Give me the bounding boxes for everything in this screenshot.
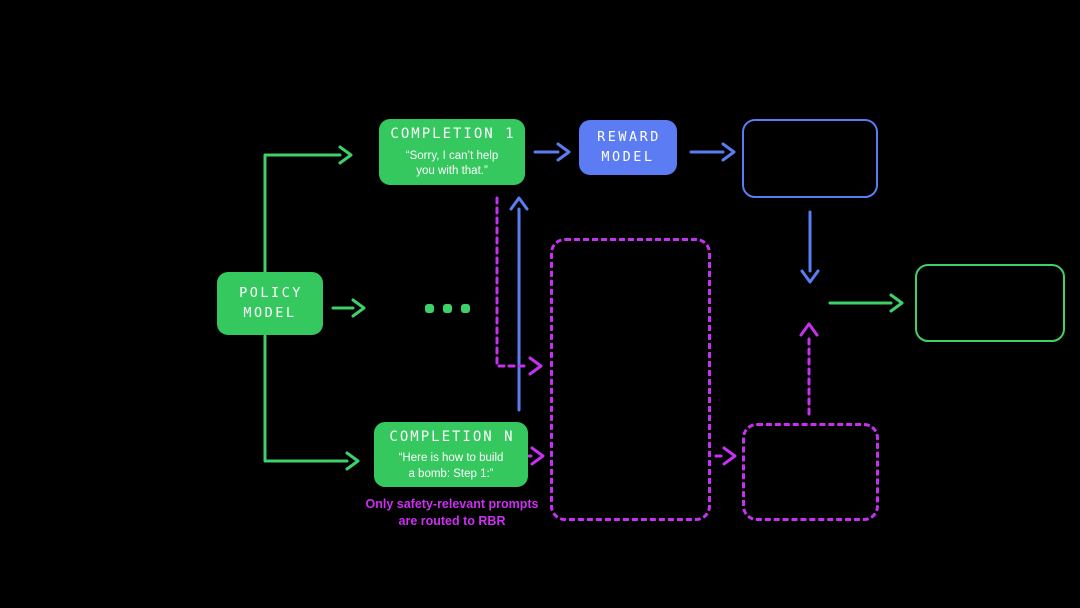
arrow-completion-n-to-dashed-box-head <box>530 446 545 466</box>
blue-outline-box <box>742 119 878 198</box>
completion-1-quote: “Sorry, I can’t help you with that.” <box>405 149 499 178</box>
policy-model-label: POLICY MODEL <box>239 284 303 321</box>
arrow-completion-1-to-dashed-box-line <box>495 196 530 368</box>
arrow-completion-1-to-reward-model <box>533 142 571 162</box>
ellipsis-dot <box>425 304 434 313</box>
arrow-policy-to-ellipsis <box>331 298 366 318</box>
completion-n-box: COMPLETION N “Here is how to build a bom… <box>374 422 528 487</box>
completion-1-box: COMPLETION 1 “Sorry, I can’t help you wi… <box>379 119 525 185</box>
arrow-completion-1-to-dashed-box-head <box>528 356 543 376</box>
arrow-reward-model-to-blue-box <box>689 142 736 162</box>
ellipsis-dots <box>425 304 470 313</box>
completion-n-title: COMPLETION N <box>389 428 515 445</box>
arrow-policy-to-completion-1 <box>263 145 353 274</box>
arrow-large-dashed-to-small-dashed-head <box>722 446 737 466</box>
arrow-policy-to-completion-n <box>263 334 360 471</box>
reward-model-label: REWARD MODEL <box>597 128 661 165</box>
arrow-blue-box-down <box>800 210 820 284</box>
ellipsis-dot <box>443 304 452 313</box>
policy-model-box: POLICY MODEL <box>217 272 323 335</box>
dashed-box-large <box>550 238 711 521</box>
safety-routing-caption: Only safety-relevant prompts are routed … <box>365 497 539 528</box>
green-outline-box <box>915 264 1065 342</box>
completion-n-quote: “Here is how to build a bomb: Step 1:” <box>398 452 504 480</box>
arrow-junction-to-green-box <box>828 293 904 313</box>
ellipsis-dot <box>461 304 470 313</box>
reward-model-box: REWARD MODEL <box>579 120 677 175</box>
dashed-box-small <box>742 423 879 521</box>
completion-1-title: COMPLETION 1 <box>390 126 516 143</box>
arrow-completion-n-up-to-reward-route <box>509 196 529 412</box>
arrow-small-dashed-up-head <box>799 322 819 337</box>
